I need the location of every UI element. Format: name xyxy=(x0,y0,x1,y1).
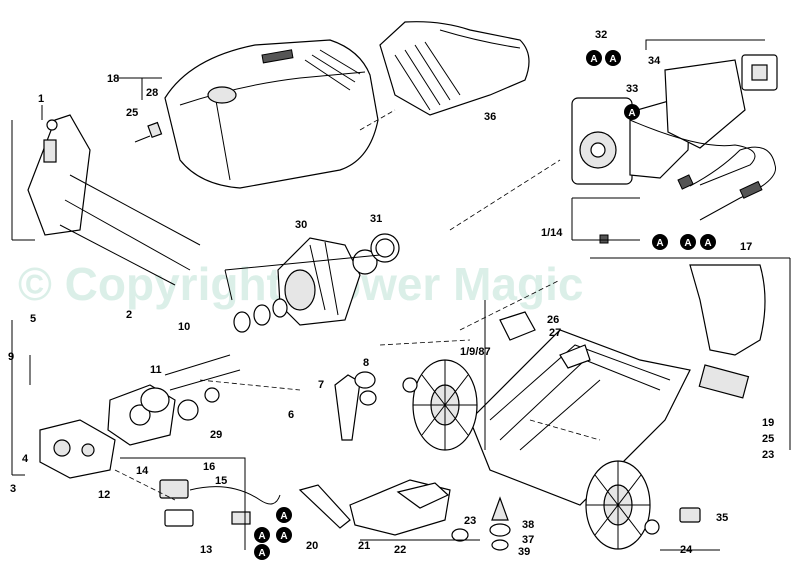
wheel-left xyxy=(412,359,478,451)
part-label: 21 xyxy=(358,540,370,552)
part-label: 22 xyxy=(394,544,406,556)
part-label: 37 xyxy=(522,534,534,546)
svg-text:A: A xyxy=(280,511,287,522)
svg-text:A: A xyxy=(280,531,287,542)
part-label: 23 xyxy=(464,515,476,527)
part-label: 20 xyxy=(306,540,318,552)
svg-text:A: A xyxy=(704,238,711,249)
swash-plate-housing xyxy=(107,354,241,446)
svg-text:A: A xyxy=(656,238,663,249)
rear-cover xyxy=(379,21,530,116)
part-label: 26 xyxy=(547,314,559,326)
part-label: 23 xyxy=(762,449,774,461)
part-label: 11 xyxy=(150,364,162,376)
badge-a: A xyxy=(586,50,602,66)
part-label: 8 xyxy=(363,357,369,369)
part-label: 4 xyxy=(22,453,29,465)
pump-valve-block xyxy=(27,114,201,286)
badge-a: A xyxy=(276,527,292,543)
part-label: 6 xyxy=(288,409,294,421)
part-label: 1/9/87 xyxy=(460,346,491,358)
part-label: 32 xyxy=(595,29,607,41)
motor-assembly xyxy=(571,54,778,186)
part-label: 15 xyxy=(215,475,227,487)
motor-cover xyxy=(164,39,379,189)
part-label: 13 xyxy=(200,544,212,556)
part-label: 17 xyxy=(740,241,752,253)
part-label: 12 xyxy=(98,489,110,501)
chassis-frame xyxy=(469,264,766,506)
badge-a: A xyxy=(680,234,696,250)
part-label: 36 xyxy=(484,111,496,123)
cover-screw xyxy=(134,121,163,143)
part-label: 39 xyxy=(518,546,530,558)
part-label: 24 xyxy=(680,544,693,556)
gear-seals xyxy=(233,298,288,333)
part-label: 34 xyxy=(648,55,661,67)
part-label: 16 xyxy=(203,461,215,473)
part-labels: 1 2 3 4 5 6 7 8 9 10 11 12 13 14 15 16 1… xyxy=(8,29,774,558)
svg-text:A: A xyxy=(258,548,265,559)
badge-a: A xyxy=(652,234,668,250)
part-label: 30 xyxy=(295,219,307,231)
part-label: 25 xyxy=(126,107,138,119)
part-label: 3 xyxy=(10,483,16,495)
badge-a: A xyxy=(700,234,716,250)
stand-feet xyxy=(402,377,701,535)
badge-a: A xyxy=(254,527,270,543)
part-label: 1/14 xyxy=(541,227,563,239)
pump-head xyxy=(39,419,116,479)
part-label: 5 xyxy=(30,313,36,325)
part-label: 1 xyxy=(38,93,44,105)
part-label: 38 xyxy=(522,519,534,531)
lance-and-holder xyxy=(298,479,469,542)
part-label: 10 xyxy=(178,321,190,333)
switch-components xyxy=(159,479,281,527)
part-label: 31 xyxy=(370,213,382,225)
part-label: 28 xyxy=(146,87,158,99)
svg-text:A: A xyxy=(258,531,265,542)
part-label: 18 xyxy=(107,73,119,85)
part-label: 14 xyxy=(136,465,149,477)
assembly-lines xyxy=(114,109,601,501)
wheel-right xyxy=(585,460,651,550)
svg-text:A: A xyxy=(609,54,616,65)
bracket-lines xyxy=(11,39,791,551)
connection-badges: A A A A A A A A A A xyxy=(254,50,716,560)
badge-a: A xyxy=(276,507,292,523)
spray-handle xyxy=(334,371,377,441)
svg-text:A: A xyxy=(628,108,635,119)
part-label: 19 xyxy=(762,417,774,429)
svg-text:A: A xyxy=(684,238,691,249)
badge-a: A xyxy=(624,104,640,120)
cord-clip xyxy=(599,234,609,244)
part-label: 25 xyxy=(762,433,774,445)
power-cord xyxy=(677,146,777,221)
badge-a: A xyxy=(605,50,621,66)
part-label: 7 xyxy=(318,379,324,391)
badge-a: A xyxy=(254,544,270,560)
part-label: 35 xyxy=(716,512,728,524)
svg-text:A: A xyxy=(590,54,597,65)
part-label: 27 xyxy=(549,327,561,339)
part-label: 29 xyxy=(210,429,222,441)
part-label: 33 xyxy=(626,83,638,95)
nozzle-set xyxy=(489,496,511,551)
part-label: 9 xyxy=(8,351,14,363)
part-label: 2 xyxy=(126,309,132,321)
